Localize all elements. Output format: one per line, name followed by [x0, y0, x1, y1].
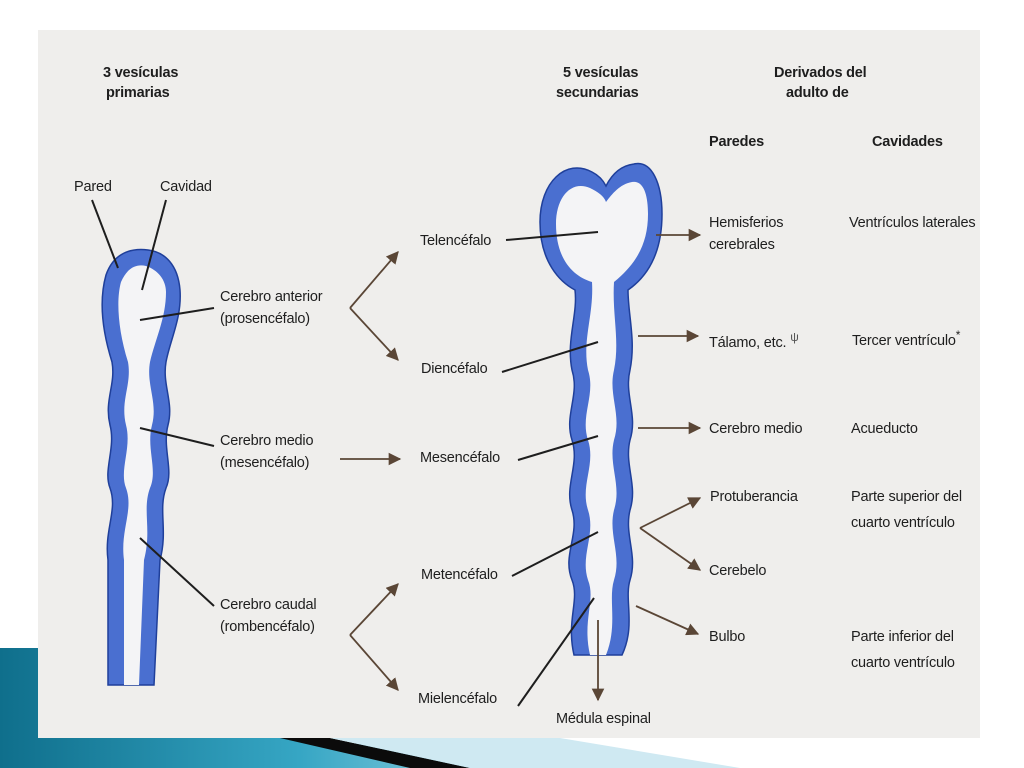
arrow-to-myelencephalon: [349, 634, 399, 691]
label-diencephalon: Diencéfalo: [421, 361, 488, 377]
label-cavity: Cavidad: [160, 179, 212, 195]
mesencephalon-pointer: [517, 435, 599, 461]
wall-pointer: [91, 199, 119, 269]
label-pons: Protuberancia: [710, 489, 798, 505]
header-derivatives-line1: Derivados del: [774, 65, 867, 81]
secondary-neural-tube: [501, 162, 663, 707]
teal-corner-shape: [0, 648, 600, 768]
label-mesencephalon-primary: (mesencéfalo): [220, 455, 310, 471]
primary-neural-tube: [91, 199, 215, 686]
header-walls: Paredes: [709, 134, 765, 150]
header-secondary-line2: secundarias: [556, 85, 639, 101]
slide-decoration: [0, 648, 740, 768]
hindbrain-pointer: [139, 537, 215, 607]
diagram-figure: [38, 30, 980, 738]
label-midbrain-adult: Cerebro medio: [709, 421, 803, 437]
label-fourth-lower-line1: Parte inferior del: [851, 629, 954, 645]
metencephalon-pointer: [511, 531, 599, 577]
arrow-to-telencephalon: [349, 251, 399, 309]
label-third-ventricle-text: Tercer ventrículo: [852, 332, 956, 349]
arrow-to-diencephalon: [349, 307, 399, 361]
label-cerebellum: Cerebelo: [709, 563, 767, 579]
label-wall: Pared: [74, 179, 112, 195]
arrow-medulla: [635, 605, 700, 636]
arrow-cerebellum: [639, 527, 702, 571]
label-hemispheres-line2: cerebrales: [709, 237, 775, 253]
dark-stripe-shape: [280, 738, 470, 768]
asterisk-mark: *: [955, 328, 961, 342]
label-myelencephalon: Mielencéfalo: [418, 691, 498, 707]
label-thalamus: Tálamo, etc. ψ: [709, 328, 799, 353]
primary-to-secondary-arrows: [340, 251, 402, 691]
label-hindbrain: Cerebro caudal: [220, 597, 317, 613]
label-hemispheres-line1: Hemisferios: [709, 215, 784, 231]
psi-mark: ψ: [790, 330, 799, 344]
myelencephalon-pointer: [517, 597, 595, 707]
light-stripe-shape: [330, 738, 740, 768]
label-rhombencephalon: (rombencéfalo): [220, 619, 315, 635]
forebrain-pointer: [139, 307, 215, 321]
label-spinal-cord: Médula espinal: [556, 711, 651, 727]
header-cavities: Cavidades: [872, 134, 943, 150]
label-forebrain: Cerebro anterior: [220, 289, 323, 305]
label-aqueduct: Acueducto: [851, 421, 918, 437]
label-midbrain-primary: Cerebro medio: [220, 433, 314, 449]
label-telencephalon: Telencéfalo: [420, 233, 492, 249]
header-secondary-line1: 5 vesículas: [563, 65, 639, 81]
header-primary-line2: primarias: [106, 85, 170, 101]
label-lateral-ventricles: Ventrículos laterales: [849, 215, 976, 231]
label-fourth-upper-line2: cuarto ventrículo: [851, 515, 955, 531]
label-mesencephalon: Mesencéfalo: [420, 450, 501, 466]
derivative-arrows: [635, 228, 702, 636]
telencephalon-pointer: [505, 231, 599, 241]
label-medulla: Bulbo: [709, 629, 746, 645]
label-third-ventricle: Tercer ventrículo*: [852, 326, 960, 351]
arrow-to-metencephalon: [349, 583, 399, 636]
midbrain-pointer: [139, 427, 215, 447]
cavity-pointer: [141, 199, 167, 291]
label-fourth-lower-line2: cuarto ventrículo: [851, 655, 955, 671]
arrow-pons: [639, 497, 702, 529]
header-primary-line1: 3 vesículas: [103, 65, 179, 81]
label-fourth-upper-line1: Parte superior del: [851, 489, 962, 505]
label-prosencephalon: (prosencéfalo): [220, 311, 310, 327]
header-derivatives-line2: adulto de: [786, 85, 849, 101]
label-thalamus-text: Tálamo, etc.: [709, 334, 787, 351]
primary-tube-cavity: [118, 265, 166, 685]
label-metencephalon: Metencéfalo: [421, 567, 498, 583]
secondary-tube-cavity: [556, 181, 648, 655]
diencephalon-pointer: [501, 341, 599, 373]
